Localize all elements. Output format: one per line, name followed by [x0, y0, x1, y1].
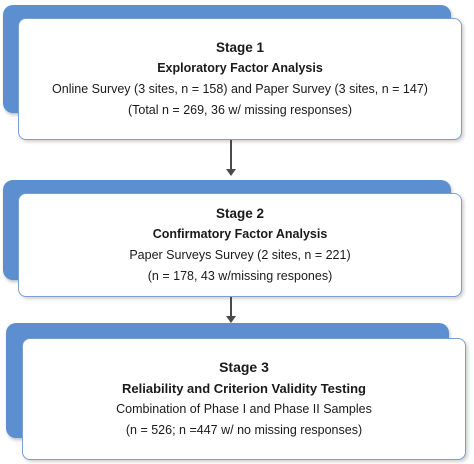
arrow-stage-1-to-2: [226, 140, 236, 176]
stage-2-subtitle: Confirmatory Factor Analysis: [152, 227, 328, 241]
stage-2-box: Stage 2 Confirmatory Factor Analysis Pap…: [18, 193, 462, 297]
stage-1-title: Stage 1: [215, 40, 265, 55]
stage-3-box: Stage 3 Reliability and Criterion Validi…: [22, 338, 466, 460]
stage-2-line-2: (n = 178, 43 w/missing respones): [147, 269, 333, 283]
stage-3-subtitle: Reliability and Criterion Validity Testi…: [122, 381, 366, 396]
stage-1-line-1: Online Survey (3 sites, n = 158) and Pap…: [52, 82, 428, 96]
stage-2-line-1: Paper Surveys Survey (2 sites, n = 221): [129, 248, 351, 262]
stage-3-line-2: (n = 526; n =447 w/ no missing responses…: [125, 423, 363, 437]
stage-1-subtitle: Exploratory Factor Analysis: [157, 61, 323, 75]
stage-1-line-2: (Total n = 269, 36 w/ missing responses): [127, 103, 353, 117]
stage-1-box: Stage 1 Exploratory Factor Analysis Onli…: [18, 18, 462, 140]
stage-3-line-1: Combination of Phase I and Phase II Samp…: [116, 402, 372, 416]
stage-3-title: Stage 3: [219, 359, 269, 375]
stage-2-title: Stage 2: [215, 206, 265, 221]
arrow-stage-2-to-3: [226, 297, 236, 323]
